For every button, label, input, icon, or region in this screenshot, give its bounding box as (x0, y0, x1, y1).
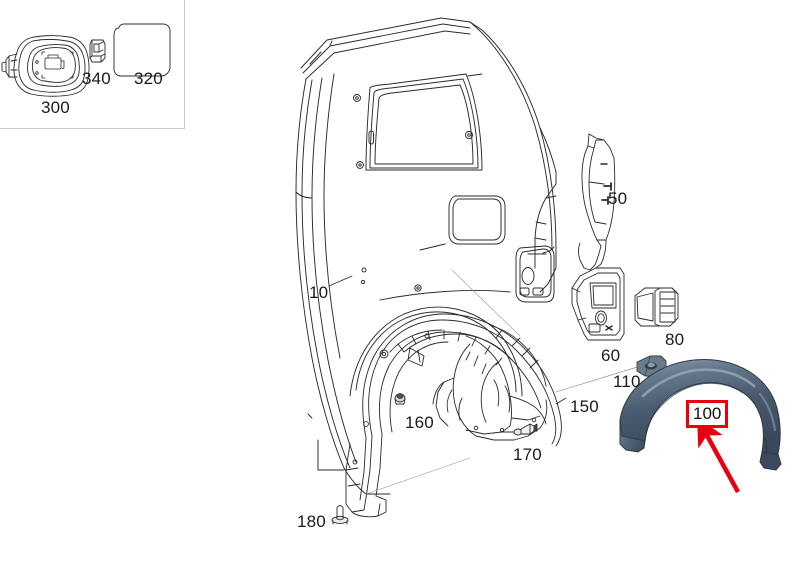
callout-110[interactable]: 110 (613, 372, 641, 391)
part-60-artwork (571, 267, 625, 341)
part-100-artwork (619, 359, 782, 471)
inset-artwork (1, 23, 171, 97)
part-80-artwork (634, 287, 679, 327)
part-170-artwork (513, 423, 538, 436)
callout-150[interactable]: 150 (570, 397, 599, 416)
part-160-artwork (394, 393, 406, 405)
part-180-artwork (331, 505, 349, 525)
callout-180[interactable]: 180 (297, 512, 326, 531)
callout-170[interactable]: 170 (513, 445, 542, 464)
callout-80[interactable]: 80 (665, 330, 685, 349)
part-50-artwork (578, 133, 616, 271)
callout-60[interactable]: 60 (601, 346, 621, 365)
callout-300[interactable]: 300 (41, 98, 70, 117)
callout-320[interactable]: 320 (134, 69, 163, 88)
callout-100-highlighted[interactable]: 100 (686, 400, 729, 428)
part-150-artwork (345, 269, 661, 518)
rear-quarter-panel-artwork (295, 17, 557, 495)
callout-160[interactable]: 160 (405, 413, 434, 432)
callout-50[interactable]: 50 (608, 189, 628, 208)
fuel-filler-inset-frame (0, 0, 185, 129)
highlight-arrow (697, 417, 740, 494)
callout-10[interactable]: 10 (309, 283, 329, 302)
callout-340[interactable]: 340 (82, 69, 111, 88)
